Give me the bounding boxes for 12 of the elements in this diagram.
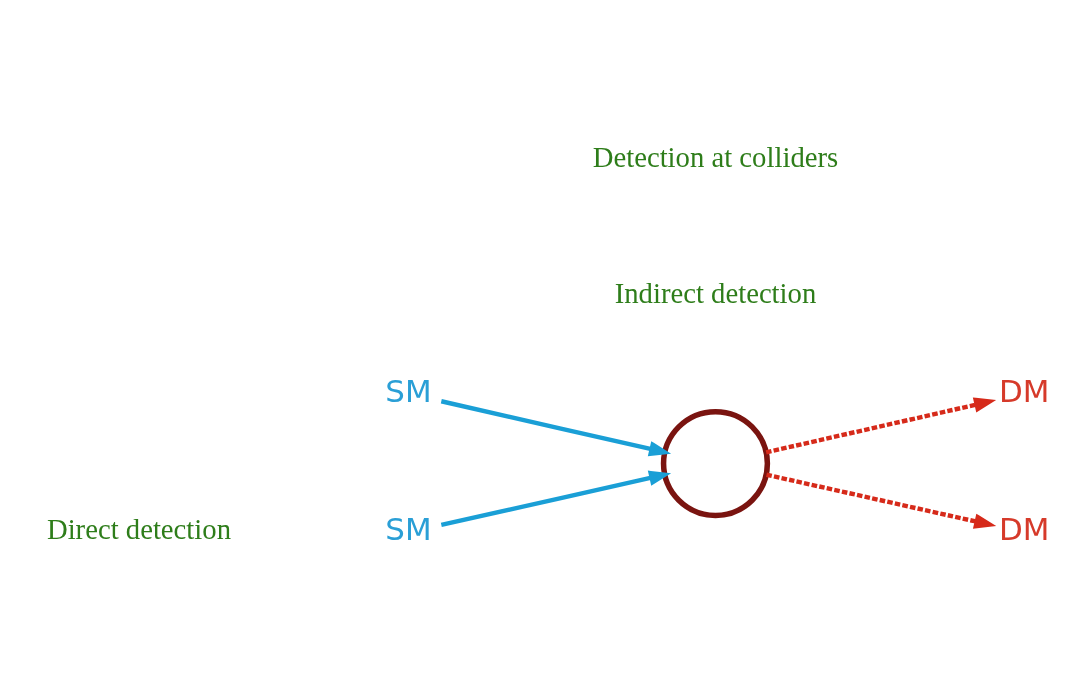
label: Detection at colliders [592, 140, 839, 173]
node-text: DM [998, 510, 1050, 547]
arrow [766, 472, 997, 529]
node-text: SM [385, 372, 432, 409]
label: Direct detection [46, 512, 231, 545]
arrow [765, 396, 997, 454]
node-text: SM [385, 510, 432, 547]
arrow [440, 470, 672, 527]
node-circle [660, 408, 771, 518]
node-text: DM [998, 372, 1050, 409]
label: Indirect detection [614, 276, 817, 309]
arrow [440, 398, 672, 456]
